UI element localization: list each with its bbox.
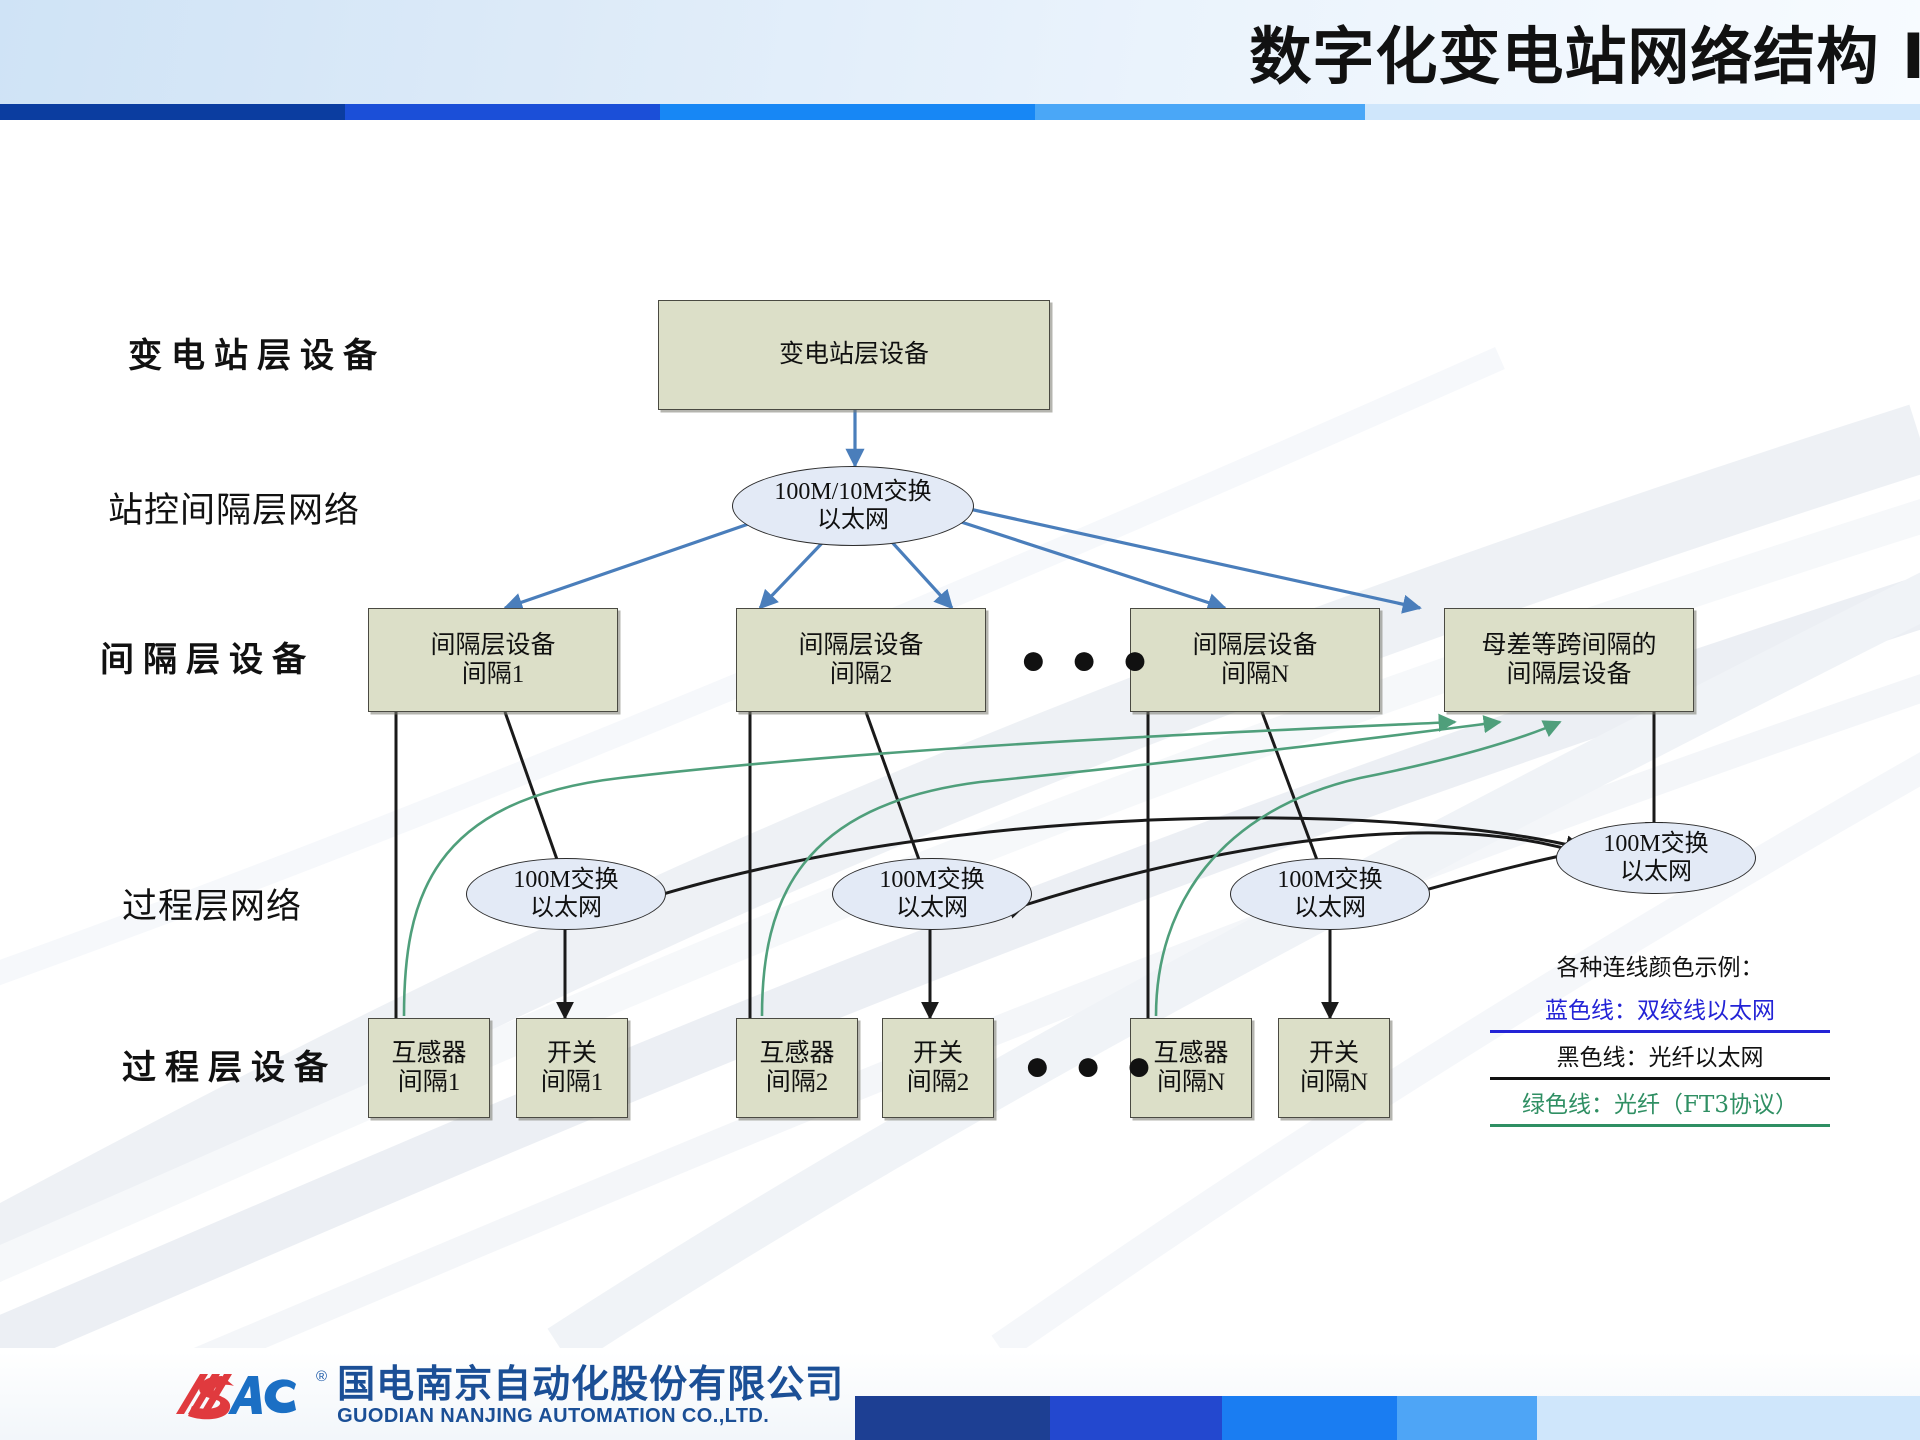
- header-color-bars: [0, 104, 1920, 120]
- node-station-switch[interactable]: 100M/10M交换 以太网: [732, 466, 974, 546]
- node-line-2: 间隔N: [1299, 1069, 1369, 1096]
- legend-row-green: 绿色线：光纤（FT3协议）: [1490, 1080, 1830, 1127]
- header-bar-1: [0, 104, 345, 120]
- header-bar-3: [660, 104, 1035, 120]
- company-name-cn: 国电南京自动化股份有限公司: [337, 1361, 845, 1406]
- node-switchgear-bay-n[interactable]: 开关 间隔N: [1278, 1018, 1390, 1118]
- node-line-2: 以太网: [817, 507, 889, 533]
- node-process-switch-busbar[interactable]: 100M交换 以太网: [1556, 822, 1756, 894]
- legend-row-black: 黑色线：光纤以太网: [1490, 1033, 1830, 1080]
- bay-row-ellipsis: ● ● ●: [1020, 635, 1155, 684]
- node-line-1: 开关: [1308, 1039, 1359, 1067]
- company-name-en: GUODIAN NANJING AUTOMATION CO.,LTD.: [337, 1404, 770, 1427]
- slide-header: 数字化变电站网络结构 I: [0, 0, 1920, 104]
- node-ct-pt-bay-2[interactable]: 互感器 间隔2: [736, 1018, 858, 1118]
- node-process-switch-1[interactable]: 100M交换 以太网: [466, 858, 666, 930]
- node-line-2: 间隔层设备: [1506, 661, 1632, 688]
- node-ct-pt-bay-1[interactable]: 互感器 间隔1: [368, 1018, 490, 1118]
- node-line-1: 变电站层设备: [778, 341, 929, 369]
- node-line-1: 100M交换: [879, 866, 985, 893]
- header-bar-2: [345, 104, 660, 120]
- page-title: 数字化变电站网络结构 I: [1249, 20, 1920, 93]
- row-label-bay-level: 间隔层设备: [100, 640, 315, 680]
- node-ct-pt-bay-n[interactable]: 互感器 间隔N: [1130, 1018, 1252, 1118]
- node-line-1: 100M交换: [1603, 830, 1709, 857]
- node-line-1: 互感器: [391, 1039, 467, 1067]
- node-bay-device-1[interactable]: 间隔层设备 间隔1: [368, 608, 618, 712]
- company-logo: ® 国电南京自动化股份有限公司 GUODIAN NANJING AUTOMATI…: [170, 1364, 844, 1426]
- node-line-2: 间隔1: [461, 661, 525, 688]
- node-line-2: 间隔1: [397, 1069, 461, 1096]
- node-line-2: 以太网: [1294, 895, 1366, 921]
- footer-bar-1: [855, 1396, 1050, 1440]
- row-label-station-level: 变电站层设备: [128, 336, 386, 376]
- header-bar-4: [1035, 104, 1365, 120]
- registered-trademark-symbol: ®: [316, 1368, 328, 1385]
- connector-color-legend: 各种连线颜色示例： 蓝色线：双绞线以太网 黑色线：光纤以太网 绿色线：光纤（FT…: [1490, 948, 1830, 1127]
- node-line-1: 开关: [546, 1039, 597, 1067]
- node-line-1: 互感器: [759, 1039, 835, 1067]
- node-station-level-device[interactable]: 变电站层设备: [658, 300, 1050, 410]
- footer-bar-2: [1050, 1396, 1222, 1440]
- node-bay-device-2[interactable]: 间隔层设备 间隔2: [736, 608, 986, 712]
- node-line-1: 100M/10M交换: [774, 478, 932, 505]
- node-line-1: 间隔层设备: [1192, 631, 1318, 659]
- node-process-switch-2[interactable]: 100M交换 以太网: [832, 858, 1032, 930]
- node-line-2: 间隔2: [829, 661, 893, 688]
- node-line-2: 间隔N: [1156, 1069, 1226, 1096]
- node-line-1: 间隔层设备: [430, 631, 556, 659]
- node-switchgear-bay-1[interactable]: 开关 间隔1: [516, 1018, 628, 1118]
- node-bay-device-n[interactable]: 间隔层设备 间隔N: [1130, 608, 1380, 712]
- node-line-2: 间隔N: [1220, 661, 1290, 688]
- process-row-ellipsis: ● ● ●: [1024, 1041, 1159, 1090]
- node-line-1: 开关: [912, 1039, 963, 1067]
- node-line-2: 以太网: [1620, 859, 1692, 885]
- row-label-station-bay-network: 站控间隔层网络: [108, 491, 361, 531]
- footer-bar-3: [1222, 1396, 1397, 1440]
- legend-title: 各种连线颜色示例：: [1556, 955, 1764, 981]
- footer-bar-4: [1397, 1396, 1537, 1440]
- node-line-1: 100M交换: [1277, 866, 1383, 893]
- node-line-2: 以太网: [530, 895, 602, 921]
- node-line-1: 100M交换: [513, 866, 619, 893]
- node-busbar-cross-bay-device[interactable]: 母差等跨间隔的 间隔层设备: [1444, 608, 1694, 712]
- node-line-2: 间隔2: [906, 1069, 970, 1096]
- sac-logo-icon: [176, 1374, 296, 1420]
- footer-color-bars: [855, 1396, 1920, 1440]
- node-switchgear-bay-2[interactable]: 开关 间隔2: [882, 1018, 994, 1118]
- row-label-process-network: 过程层网络: [122, 887, 303, 927]
- node-line-2: 以太网: [896, 895, 968, 921]
- node-process-switch-n[interactable]: 100M交换 以太网: [1230, 858, 1430, 930]
- node-line-1: 互感器: [1153, 1039, 1229, 1067]
- node-line-2: 间隔2: [765, 1069, 829, 1096]
- footer-bar-5: [1537, 1396, 1920, 1440]
- node-line-2: 间隔1: [540, 1069, 604, 1096]
- node-line-1: 母差等跨间隔的: [1481, 631, 1657, 659]
- node-line-1: 间隔层设备: [798, 631, 924, 659]
- row-label-process-level: 过程层设备: [122, 1048, 337, 1088]
- header-bar-5: [1365, 104, 1920, 120]
- legend-row-blue: 蓝色线：双绞线以太网: [1490, 986, 1830, 1033]
